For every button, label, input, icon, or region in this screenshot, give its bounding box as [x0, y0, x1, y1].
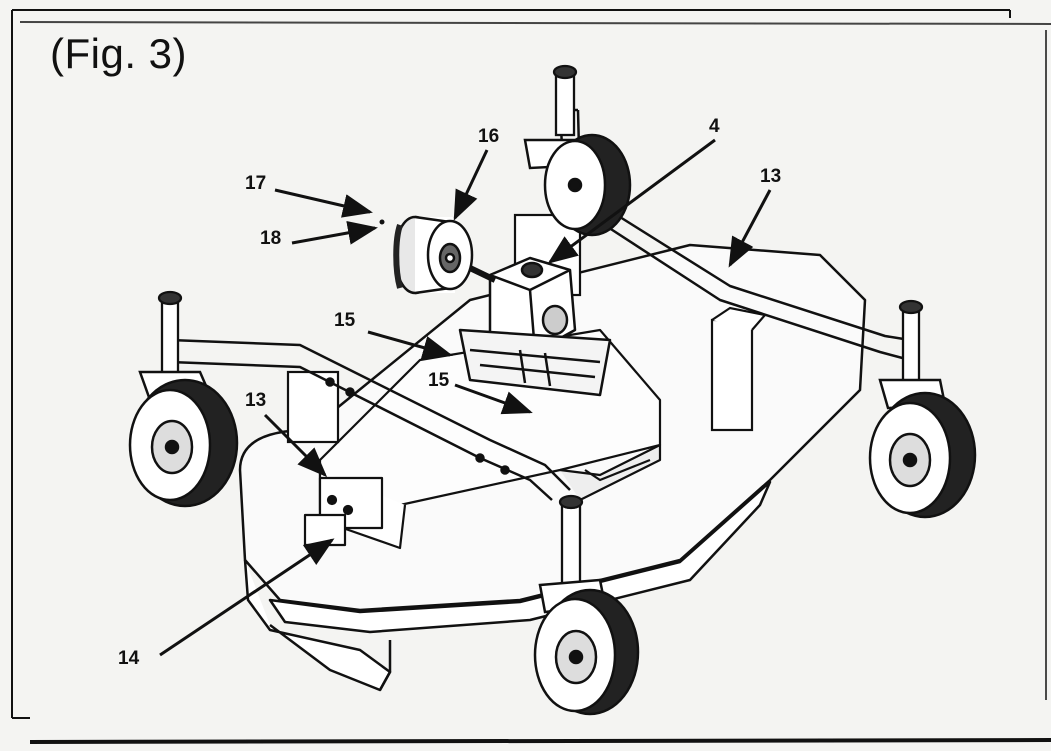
leader-17 — [274, 188, 373, 218]
pulley-assembly — [393, 215, 497, 295]
callout-15-lower: 15 — [428, 370, 450, 391]
leader-16 — [453, 149, 489, 221]
gearbox — [458, 256, 612, 397]
leader-15-upper — [367, 330, 453, 360]
callout-17: 17 — [245, 173, 267, 194]
figure-border — [11, 9, 1051, 744]
callout-13-right: 13 — [760, 166, 782, 187]
callout-13-left: 13 — [245, 390, 267, 411]
leader-13-left — [263, 413, 328, 478]
leader-18 — [291, 220, 378, 245]
leader-14 — [159, 538, 335, 657]
caster-wheel-left — [128, 370, 239, 508]
callout-4: 4 — [709, 116, 720, 137]
leader-15-lower — [454, 383, 533, 415]
caster-wheel-rear — [523, 133, 632, 237]
caster-wheel-right — [868, 378, 977, 519]
callout-15-upper: 15 — [334, 310, 356, 331]
callout-leaders — [159, 138, 772, 657]
leader-13-right — [728, 189, 772, 268]
figure-title: (Fig. 3) — [50, 30, 188, 77]
callout-14: 14 — [118, 648, 140, 669]
callout-16: 16 — [478, 126, 500, 147]
callout-18: 18 — [260, 228, 282, 249]
leader-4 — [547, 138, 716, 264]
caster-wheel-front — [533, 578, 640, 716]
front-caster-arm — [168, 338, 571, 501]
